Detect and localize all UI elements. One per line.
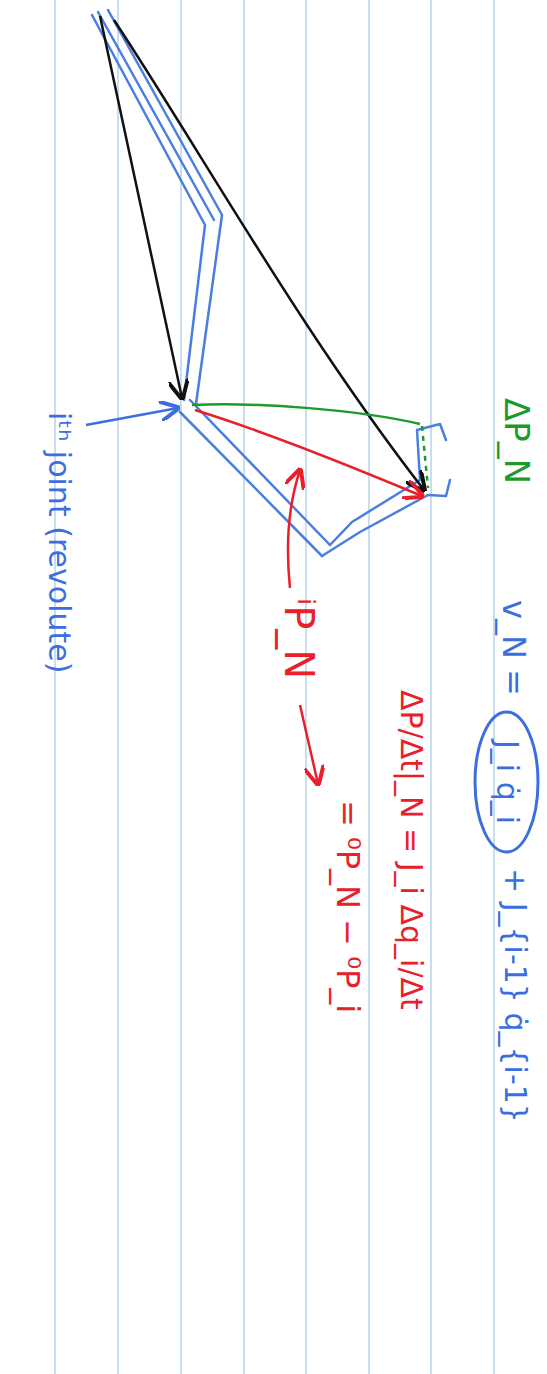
jacobian-term: + J_{i-1} q̇_{i-1}: [498, 868, 533, 1123]
term-text: J_i q̇_i: [490, 740, 525, 824]
paper-rules: [55, 0, 494, 1374]
rule-line: [368, 0, 370, 1374]
arm-link: [322, 495, 428, 556]
position-difference-equation: = ⁰P_N − ⁰P_i: [329, 800, 366, 1013]
gripper: [428, 480, 450, 496]
arm-link: [98, 12, 214, 220]
displacement-label: ΔP_N: [497, 398, 536, 484]
arm-link: [108, 10, 222, 404]
rule-line: [243, 0, 245, 1374]
rule-line: [430, 0, 432, 1374]
circle-outline: [475, 712, 538, 852]
arm-link: [180, 412, 322, 556]
joint-to-end-vector: [195, 410, 422, 496]
base-to-joint-vector: [100, 16, 182, 398]
velocity-equation: ΔP/Δt|_N = J_i Δq_i/Δt: [394, 690, 429, 1010]
displacement-line: [422, 426, 428, 488]
leader-arrow: [288, 470, 300, 588]
end-velocity-equation: v_N =: [495, 600, 532, 696]
rule-line: [305, 0, 307, 1374]
base-to-end-vector: [114, 20, 424, 490]
circled-term: J_i q̇_i: [474, 710, 541, 854]
rule-line: [180, 0, 182, 1374]
arm-link: [190, 400, 330, 545]
rule-line: [117, 0, 119, 1374]
rule-line: [54, 0, 56, 1374]
gripper: [417, 424, 446, 480]
position-vector-label: ⁱP_N: [276, 598, 322, 679]
joint-label: iᵗʰ joint (revolute): [42, 412, 77, 673]
leader-arrow: [86, 408, 178, 425]
arm-links: [92, 10, 450, 556]
leader-arrow: [300, 705, 318, 784]
rule-line: [493, 0, 495, 1374]
